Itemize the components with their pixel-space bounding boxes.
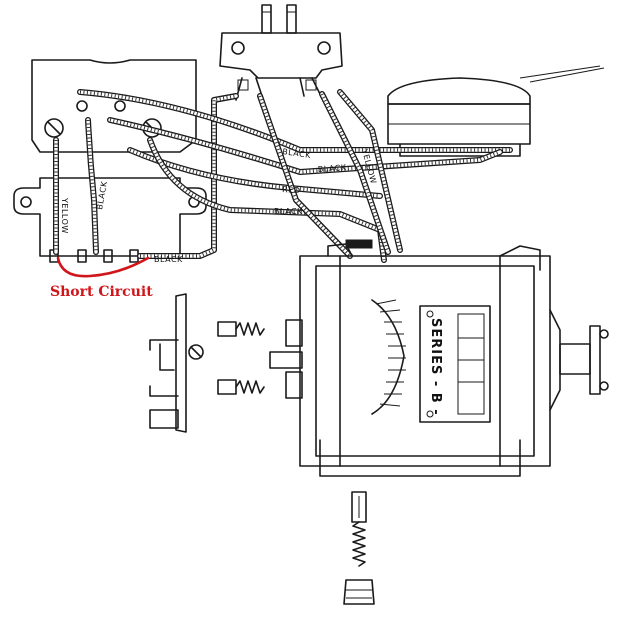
wire-harness — [53, 89, 513, 263]
brush-springs — [217, 321, 265, 395]
wire-label-black-bottom: BLACK — [154, 255, 183, 264]
short-circuit-label: Short Circuit — [50, 284, 153, 300]
relay-component — [13, 177, 207, 263]
motor-series-label: SERIES - B - — [428, 318, 443, 416]
wire-label-black-mid: BLACK — [318, 163, 348, 174]
wire-label-black-left: BLACK — [95, 180, 109, 210]
wire-label-red: RED — [282, 185, 301, 195]
power-plug — [219, 4, 343, 101]
brush-plate — [149, 293, 204, 433]
capacitor-box — [387, 65, 605, 157]
short-circuit-marker: Short Circuit — [50, 256, 153, 300]
motor: SERIES - B - — [269, 239, 609, 477]
wire-label-black-top: BLACK — [282, 147, 312, 160]
bottom-brush — [343, 491, 375, 605]
wire-label-black-lower: BLACK — [274, 207, 303, 216]
wire-label-yellow-left: YELLOW — [60, 197, 69, 234]
